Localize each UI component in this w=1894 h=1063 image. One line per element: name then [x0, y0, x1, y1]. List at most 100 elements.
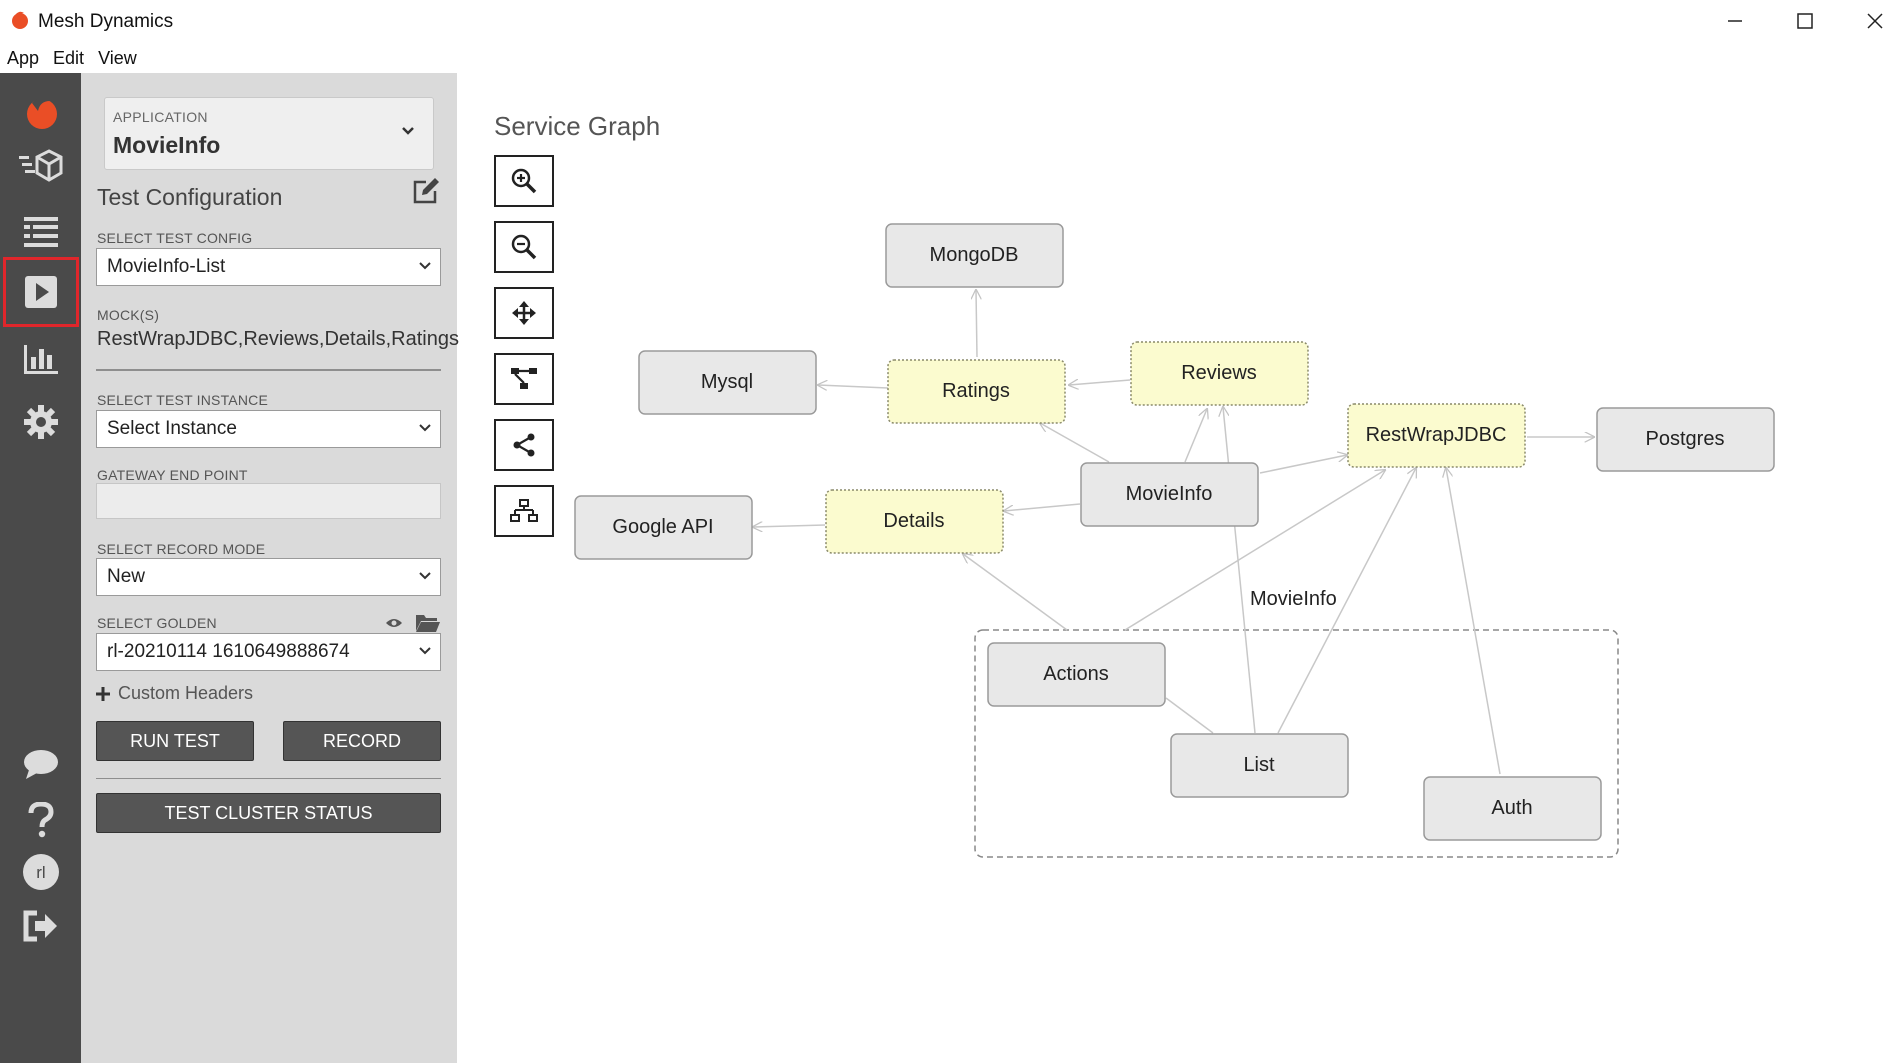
- node-list[interactable]: List: [1170, 733, 1349, 798]
- node-actions[interactable]: Actions: [987, 642, 1166, 707]
- edit-icon[interactable]: [412, 178, 440, 204]
- node-movieinfo[interactable]: MovieInfo: [1080, 462, 1259, 527]
- menu-edit[interactable]: Edit: [53, 48, 85, 68]
- node-label: Reviews: [1181, 362, 1257, 384]
- nav-rail: rl: [0, 73, 81, 1063]
- application-select[interactable]: APPLICATION MovieInfo: [104, 97, 434, 170]
- zoom-out-button[interactable]: [494, 221, 554, 273]
- mocks-label: MOCK(S): [97, 307, 160, 323]
- rail-chat[interactable]: [0, 731, 81, 797]
- chat-icon: [23, 750, 58, 779]
- custom-headers-toggle[interactable]: Custom Headers: [96, 683, 253, 704]
- settings-gear-icon: [23, 405, 58, 439]
- node-details[interactable]: Details: [825, 489, 1004, 554]
- edge-ratings-mysql: [818, 385, 889, 388]
- rail-run-test[interactable]: [3, 257, 79, 327]
- golden-select[interactable]: rl-20210114 1610649888674: [96, 633, 441, 671]
- rail-settings[interactable]: [0, 389, 81, 455]
- chevron-down-icon: [419, 647, 431, 655]
- record-mode-select[interactable]: New: [96, 558, 441, 596]
- maximize-button[interactable]: [1770, 0, 1840, 42]
- eye-icon[interactable]: [385, 617, 403, 629]
- golden-label: SELECT GOLDEN: [97, 615, 217, 631]
- play-icon: [25, 276, 57, 308]
- rail-user[interactable]: rl: [0, 839, 81, 905]
- test-instance-label: SELECT TEST INSTANCE: [97, 392, 269, 408]
- service-graph-title: Service Graph: [494, 111, 661, 141]
- node-label: RestWrapJDBC: [1366, 424, 1507, 446]
- test-instance-select[interactable]: Select Instance: [96, 410, 441, 448]
- close-button[interactable]: [1840, 0, 1894, 42]
- zoom-in-icon: [511, 168, 537, 194]
- zoom-out-icon: [511, 234, 537, 260]
- window-title: Mesh Dynamics: [38, 11, 174, 32]
- record-mode-value: New: [107, 566, 146, 587]
- test-config-value: MovieInfo-List: [107, 256, 226, 277]
- svg-text:rl: rl: [36, 863, 45, 882]
- layout-tree-icon: [511, 368, 537, 389]
- rail-logout[interactable]: [0, 893, 81, 959]
- share-button[interactable]: [494, 419, 554, 471]
- rail-help[interactable]: [0, 787, 81, 853]
- zoom-in-button[interactable]: [494, 155, 554, 207]
- layout-tree-button[interactable]: [494, 353, 554, 405]
- node-auth[interactable]: Auth: [1423, 776, 1602, 841]
- rail-services[interactable]: [0, 133, 81, 199]
- edge-actions-list: [1165, 697, 1214, 734]
- menu-app[interactable]: App: [7, 48, 40, 68]
- minimize-button[interactable]: [1700, 0, 1770, 42]
- node-mysql[interactable]: Mysql: [638, 350, 817, 415]
- list-icon: [23, 217, 58, 247]
- node-label: List: [1243, 754, 1275, 776]
- pan-button[interactable]: [494, 287, 554, 339]
- title-bar: Mesh Dynamics: [0, 0, 1894, 42]
- node-label: Mysql: [701, 371, 753, 393]
- edge-ratings-mongodb: [976, 290, 977, 358]
- application-label: APPLICATION: [113, 109, 208, 125]
- node-reviews[interactable]: Reviews: [1130, 341, 1309, 406]
- node-label: MongoDB: [930, 244, 1019, 266]
- custom-headers-label: Custom Headers: [118, 683, 254, 703]
- test-config-select[interactable]: MovieInfo-List: [96, 248, 441, 286]
- record-button[interactable]: RECORD: [283, 721, 441, 761]
- bar-chart-icon: [23, 345, 58, 374]
- gateway-endpoint-input[interactable]: [96, 483, 441, 519]
- node-googleapi[interactable]: Google API: [574, 495, 753, 560]
- hierarchy-button[interactable]: [494, 485, 554, 537]
- node-label: Auth: [1491, 797, 1532, 819]
- menu-bar: App Edit View: [0, 44, 144, 72]
- edge-actions-restwrapjdbc: [1124, 470, 1385, 631]
- rail-list[interactable]: [0, 199, 81, 265]
- help-icon: [28, 802, 54, 838]
- avatar: rl: [22, 854, 59, 890]
- divider: [96, 369, 441, 371]
- share-icon: [513, 433, 535, 457]
- test-config-panel: APPLICATION MovieInfo Test Configuration…: [81, 73, 459, 1063]
- node-mongodb[interactable]: MongoDB: [885, 223, 1064, 288]
- test-instance-value: Select Instance: [107, 418, 237, 439]
- edge-movieinfo-ratings: [1040, 423, 1110, 463]
- record-mode-label: SELECT RECORD MODE: [97, 541, 266, 557]
- mesh-dynamics-logo-icon: [12, 11, 28, 29]
- rail-logo[interactable]: [0, 79, 81, 145]
- folder-open-icon[interactable]: [415, 613, 441, 633]
- plus-icon: [96, 686, 110, 701]
- close-icon: [1867, 13, 1883, 29]
- edge-movieinfo-restwrapjdbc: [1259, 455, 1347, 474]
- mocks-value: RestWrapJDBC,Reviews,Details,Ratings: [97, 328, 459, 350]
- node-ratings[interactable]: Ratings: [887, 359, 1066, 424]
- section-title: Test Configuration: [97, 184, 283, 210]
- node-label: Actions: [1043, 663, 1109, 685]
- menu-view[interactable]: View: [98, 48, 137, 68]
- node-restwrapjdbc[interactable]: RestWrapJDBC: [1347, 403, 1526, 468]
- logo-icon: [26, 98, 57, 129]
- rail-analytics[interactable]: [0, 327, 81, 393]
- node-label: Ratings: [942, 380, 1010, 402]
- run-test-button[interactable]: RUN TEST: [96, 721, 254, 761]
- edge-list-reviews: [1223, 407, 1256, 734]
- edge-auth-restwrapjdbc: [1446, 468, 1501, 775]
- test-cluster-status-button[interactable]: TEST CLUSTER STATUS: [96, 793, 441, 833]
- node-postgres[interactable]: Postgres: [1596, 407, 1775, 472]
- group-label: MovieInfo: [1250, 588, 1337, 610]
